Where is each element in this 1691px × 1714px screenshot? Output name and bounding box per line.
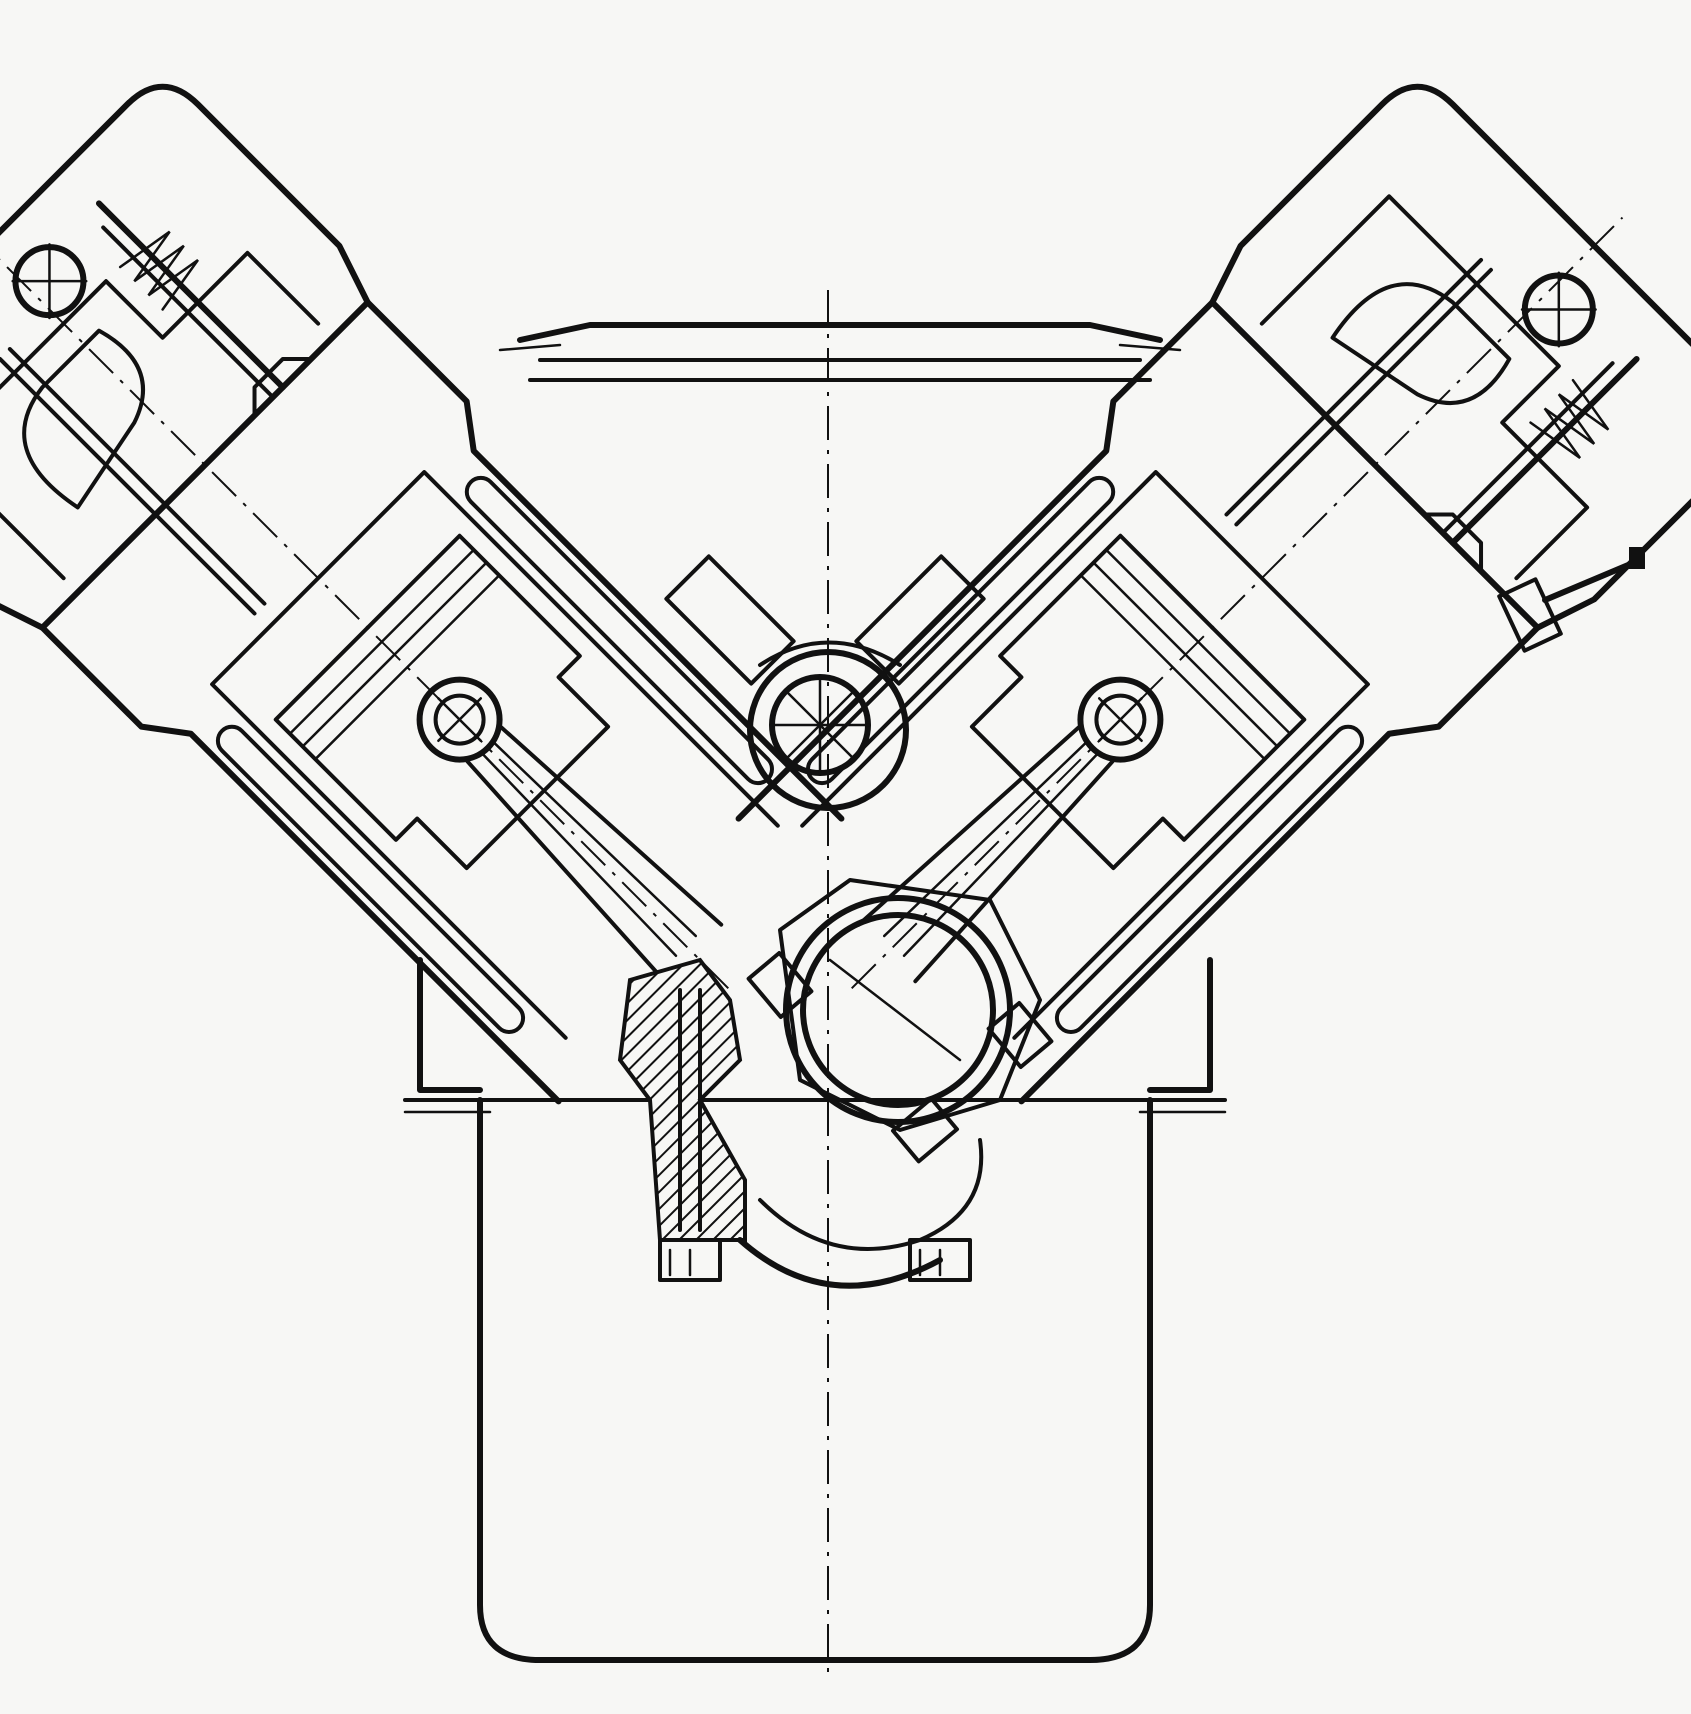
intake-valley-cover bbox=[498, 322, 1182, 382]
crank-pin-big-end bbox=[746, 878, 1054, 1164]
injector-plug bbox=[1497, 547, 1645, 653]
oil-sump bbox=[477, 1097, 1153, 1663]
crankcase bbox=[403, 957, 1227, 1114]
camshaft bbox=[664, 554, 986, 811]
main-bearing-cap bbox=[617, 957, 984, 1289]
left-cylinder-bank bbox=[0, 41, 905, 1165]
